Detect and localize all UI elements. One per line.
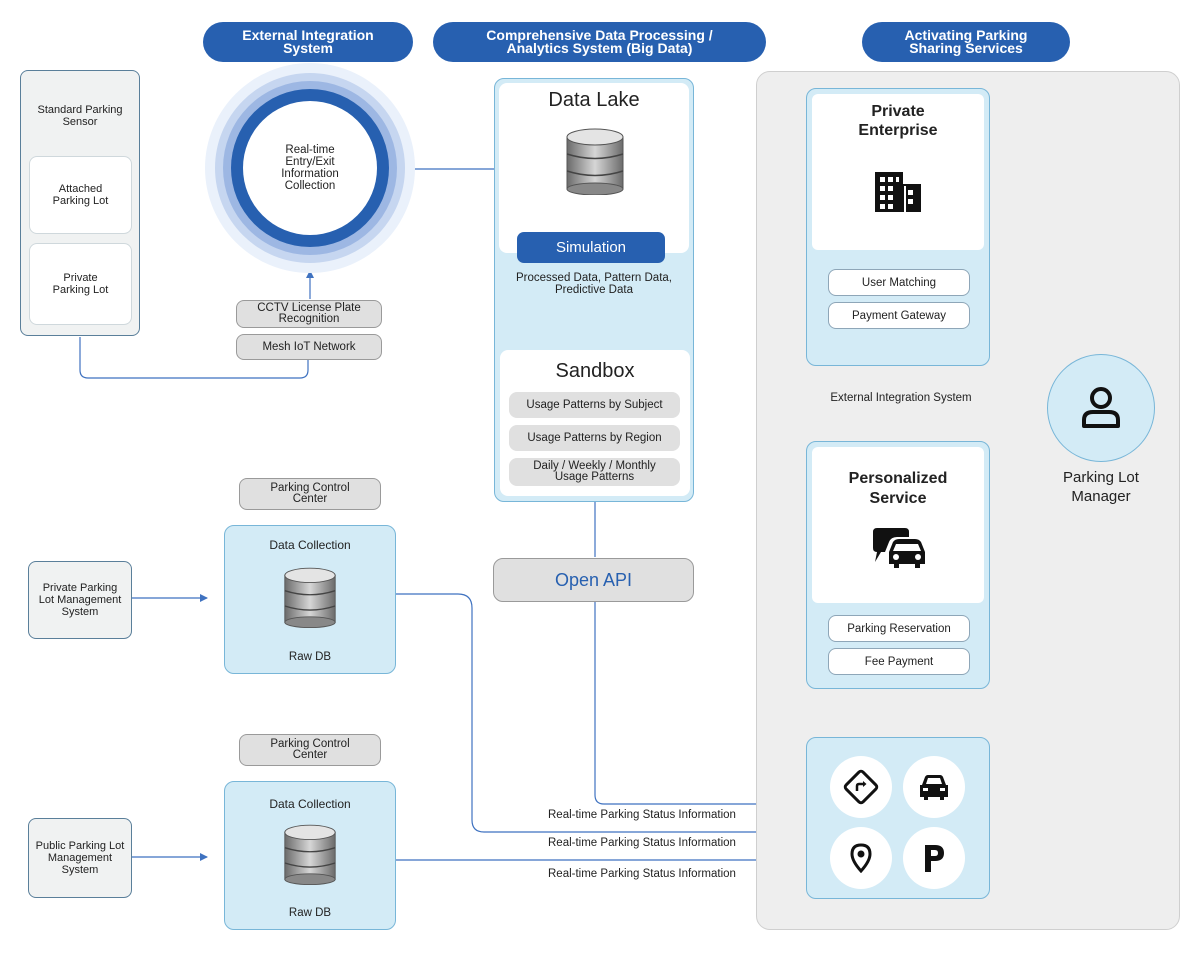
private-management-system: Private Parking Lot Management System	[28, 561, 132, 639]
directions-icon	[843, 769, 879, 805]
external-integration-label: External Integration System	[830, 392, 972, 404]
car-circle	[903, 756, 965, 818]
mesh-iot-network: Mesh IoT Network	[236, 334, 382, 360]
parking-circle	[903, 827, 965, 889]
status-label-1: Real-time Parking Status Information	[548, 809, 736, 821]
simulation-button: Simulation	[517, 232, 665, 263]
public-raw-db-icon	[284, 824, 336, 886]
private-control-center: Parking Control Center	[239, 478, 381, 510]
sandbox-item-daily: Daily / Weekly / Monthly Usage Patterns	[509, 458, 680, 486]
private-raw-db-label: Raw DB	[288, 651, 332, 663]
directions-circle	[830, 756, 892, 818]
header-activating-sharing: Activating Parking Sharing Services	[862, 22, 1070, 62]
private-parking-lot: Private Parking Lot	[29, 243, 132, 325]
header-external-label: External Integration System	[242, 27, 374, 56]
private-enterprise-title: Private Enterprise	[858, 103, 938, 139]
sandbox-item-subject: Usage Patterns by Subject	[509, 392, 680, 418]
service-icons-panel	[806, 737, 990, 899]
car-icon	[920, 775, 948, 800]
private-raw-db-icon	[284, 567, 336, 629]
user-icon	[1082, 387, 1120, 428]
public-data-collection-label: Data Collection	[269, 797, 351, 811]
header-external-integration: External Integration System	[203, 22, 413, 62]
location-pin-icon	[850, 843, 872, 873]
header-comprehensive-label: Comprehensive Data Processing / Analytic…	[486, 27, 713, 56]
personalized-service-box	[812, 447, 984, 603]
car-chat-icon	[873, 528, 925, 568]
data-lake-title: Data Lake	[548, 89, 640, 111]
public-control-center: Parking Control Center	[239, 734, 381, 766]
header-comprehensive-data: Comprehensive Data Processing / Analytic…	[433, 22, 766, 62]
processed-data-label: Processed Data, Pattern Data, Predictive…	[516, 272, 672, 296]
sandbox-item-region: Usage Patterns by Region	[509, 425, 680, 451]
payment-gateway: Payment Gateway	[828, 302, 970, 329]
parking-lot-manager-circle	[1047, 354, 1155, 462]
private-data-collection-panel	[224, 525, 396, 674]
sandbox-title: Sandbox	[555, 360, 635, 382]
open-api-box: Open API	[493, 558, 694, 602]
parking-lot-manager-label: Parking Lot Manager	[1063, 469, 1139, 505]
personalized-service-title: Personalized Service	[848, 470, 948, 507]
parking-p-icon	[925, 845, 944, 872]
private-data-collection-label: Data Collection	[269, 538, 351, 552]
parking-reservation: Parking Reservation	[828, 615, 970, 642]
cctv-license-plate: CCTV License Plate Recognition	[236, 300, 382, 328]
fee-payment: Fee Payment	[828, 648, 970, 675]
location-circle	[830, 827, 892, 889]
realtime-entry-exit-label: Real-time Entry/Exit Information Collect…	[243, 101, 377, 235]
status-label-3: Real-time Parking Status Information	[548, 868, 736, 880]
standard-parking-sensor-label: Standard Parking Sensor	[37, 104, 123, 128]
public-management-system: Public Parking Lot Management System	[28, 818, 132, 898]
standard-parking-sensor-group: Standard Parking Sensor Attached Parking…	[20, 70, 140, 336]
attached-parking-lot: Attached Parking Lot	[29, 156, 132, 234]
header-activating-label: Activating Parking Sharing Services	[904, 27, 1028, 56]
status-label-2: Real-time Parking Status Information	[548, 837, 736, 849]
user-matching: User Matching	[828, 269, 970, 296]
building-icon	[875, 172, 921, 212]
public-raw-db-label: Raw DB	[288, 907, 332, 919]
data-lake-db-icon	[566, 128, 624, 195]
